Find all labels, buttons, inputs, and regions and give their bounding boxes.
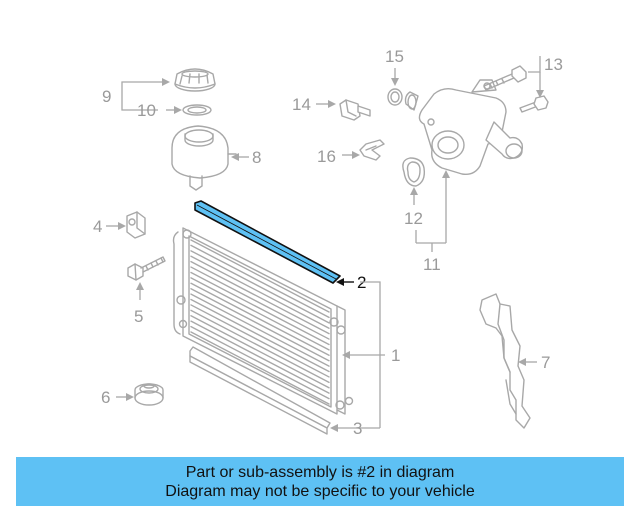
part-3-lower-strip[interactable] [189,346,331,435]
callout-12[interactable]: 12 [404,209,423,228]
callout-7[interactable]: 7 [541,353,550,372]
part-12-seal-ring[interactable] [402,157,426,187]
callout-11[interactable]: 11 [423,255,441,274]
part-14-temp-sensor[interactable] [339,99,371,121]
callout-15[interactable]: 15 [385,47,404,66]
callout-16-leader [342,151,360,159]
part-11-thermostat-housing[interactable] [404,79,524,176]
radiator-fin-line [190,250,330,324]
callout-12-leader [410,187,418,205]
callout-4-leader [106,222,126,230]
callout-3-leader [330,424,380,432]
part-4-rubber-mount[interactable] [126,211,146,239]
callout-14[interactable]: 14 [292,95,311,114]
callout-13-leader [528,56,544,98]
radiator-fin-line [190,255,330,329]
callout-14-leader [316,100,336,108]
radiator-fin-line [190,288,330,362]
callout-8[interactable]: 8 [252,148,261,167]
callout-4[interactable]: 4 [93,217,102,236]
radiator-fin-line [190,320,330,394]
callout-10-leader [166,106,182,114]
banner-line-1: Part or sub-assembly is #2 in diagram [185,463,455,481]
radiator-fin-line [190,266,330,340]
callout-2-leader [336,278,354,286]
part-13-bolts[interactable] [483,65,549,113]
part-7-air-guide[interactable] [479,293,531,429]
callout-6[interactable]: 6 [101,388,110,407]
part-6-grommet[interactable] [134,383,164,406]
radiator-fin-line [190,260,330,335]
radiator-fin-line [190,239,330,313]
info-banner: Part or sub-assembly is #2 in diagram Di… [16,457,624,506]
callout-6-leader [116,393,134,401]
radiator-fin-line [190,325,330,400]
part-10-gasket[interactable] [182,104,212,116]
part-16-clip[interactable] [359,139,385,161]
radiator-fin-line [190,271,330,346]
callout-1-leader [342,281,385,428]
radiator-fin-line [190,293,330,367]
callout-5-leader [136,282,144,300]
callout-9[interactable]: 9 [102,87,111,106]
radiator-fin-line [190,282,330,356]
radiator-fin-line [190,298,330,373]
banner-line-2: Diagram may not be specific to your vehi… [165,482,475,500]
part-15-o-ring[interactable] [387,88,403,106]
callout-8-leader [231,153,249,161]
callout-11-leader [415,170,450,252]
radiator-fin-line [190,277,330,351]
parts-diagram: 2 1 3 4 [93,47,563,438]
part-5-bolt[interactable] [127,256,166,281]
callout-13[interactable]: 13 [544,55,563,74]
part-2-seal-strip[interactable] [194,200,341,284]
part-9-cap[interactable] [174,68,216,92]
callout-1[interactable]: 1 [391,346,400,365]
callout-7-leader [518,358,537,366]
callout-10[interactable]: 10 [137,101,156,120]
radiator-fin-line [190,331,330,405]
callout-5[interactable]: 5 [134,307,143,326]
callout-16[interactable]: 16 [317,147,336,166]
radiator-fin-line [190,315,330,389]
callout-9-leader [121,78,170,111]
part-1-radiator[interactable] [172,227,354,415]
callout-3[interactable]: 3 [353,419,362,438]
callout-15-leader [391,68,399,86]
part-8-expansion-tank[interactable] [171,125,237,191]
radiator-fin-line [190,309,330,384]
radiator-fin-line [190,304,330,378]
radiator-fin-line [190,244,330,319]
